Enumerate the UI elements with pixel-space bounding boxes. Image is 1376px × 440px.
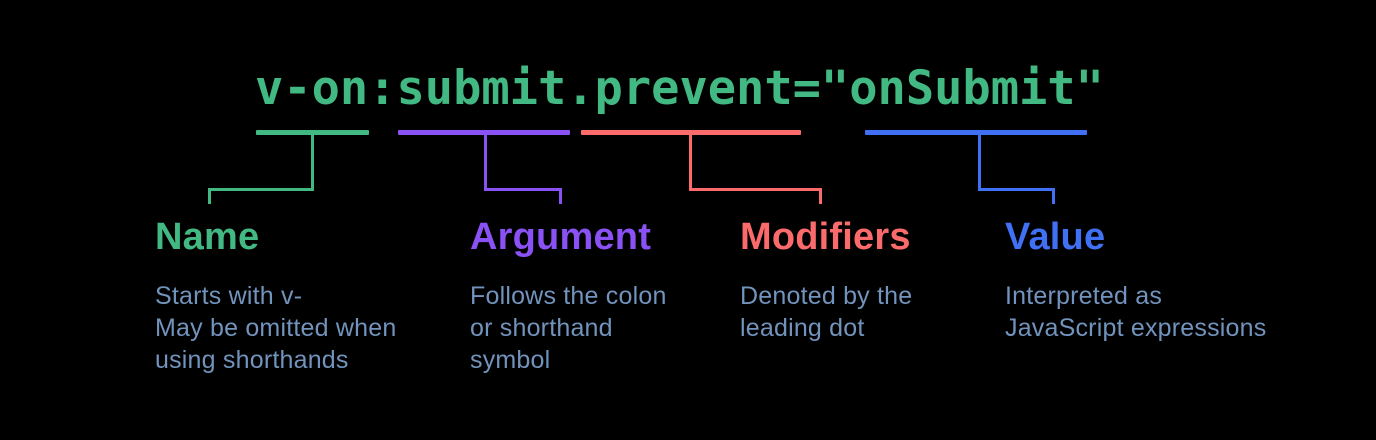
modifiers-title: Modifiers xyxy=(740,216,911,258)
value-connector-elbow xyxy=(978,188,1055,191)
name-title: Name xyxy=(155,216,260,258)
value-title: Value xyxy=(1005,216,1106,258)
name-connector-drop xyxy=(208,188,211,204)
name-underline-bar xyxy=(256,130,369,135)
name-connector-stem xyxy=(311,135,314,191)
argument-connector-stem xyxy=(484,135,487,191)
modifiers-connector-elbow xyxy=(689,188,822,191)
modifiers-connector-stem xyxy=(689,135,692,191)
value-description: Interpreted as JavaScript expressions xyxy=(1005,282,1267,342)
modifiers-description: Denoted by the leading dot xyxy=(740,282,913,342)
argument-description: Follows the colon or shorthand symbol xyxy=(470,282,667,374)
argument-underline-bar xyxy=(398,130,570,135)
value-connector-drop xyxy=(1052,188,1055,204)
value-underline-bar xyxy=(865,130,1087,135)
argument-connector-drop xyxy=(559,188,562,204)
argument-connector-elbow xyxy=(484,188,562,191)
argument-title: Argument xyxy=(470,216,652,258)
directive-code-snippet: v-on:submit.prevent="onSubmit" xyxy=(255,61,1104,116)
name-connector-elbow xyxy=(208,188,314,191)
modifiers-connector-drop xyxy=(819,188,822,204)
modifiers-underline-bar xyxy=(581,130,801,135)
value-connector-stem xyxy=(978,135,981,191)
name-description: Starts with v- May be omitted when using… xyxy=(155,282,397,374)
